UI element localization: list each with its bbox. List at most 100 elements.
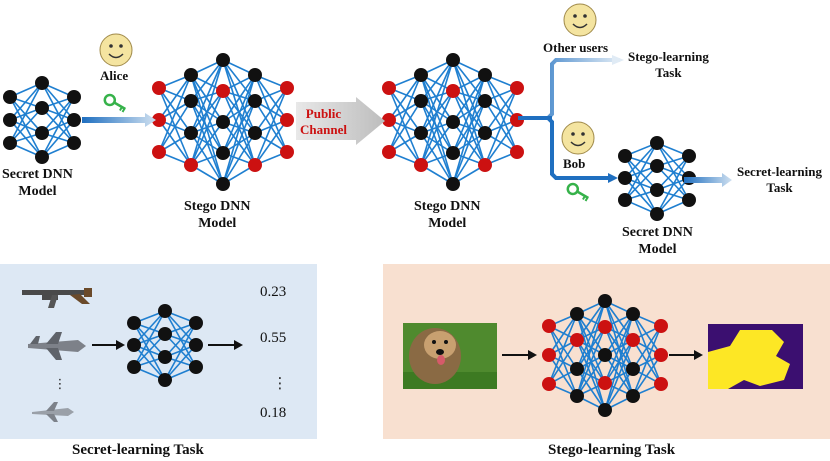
stego-panel-network-node — [598, 348, 612, 362]
stego-dnn-network-2-node — [446, 177, 460, 191]
stego-dnn-network-1-node — [248, 68, 262, 82]
rifle-image — [22, 288, 92, 308]
stego-panel-network-node — [570, 389, 584, 403]
stego-panel-network-node — [542, 348, 556, 362]
stego-dnn-network-1-node — [184, 68, 198, 82]
stego-dnn-network-1-node — [280, 81, 294, 95]
alice-label: Alice — [100, 68, 129, 83]
secret-panel-caption: Secret-learning Task — [72, 442, 204, 458]
secret-panel-network-node — [127, 316, 141, 330]
secret-dnn-network — [3, 76, 81, 164]
stego-panel-network-node — [570, 362, 584, 376]
public-channel-label: Public Channel — [300, 106, 347, 137]
alice-key-icon — [103, 93, 127, 113]
to-stego-task-arrowhead — [612, 55, 624, 65]
stego-dnn-network-2-node — [510, 145, 524, 159]
branch-connector — [518, 58, 620, 120]
stego-panel-network — [542, 294, 668, 417]
bob-secret-dnn-network-node — [618, 149, 632, 163]
stego-dnn-network-1-node — [216, 115, 230, 129]
stego-dnn-model-label-1: Stego DNN Model — [184, 199, 251, 231]
secret-panel-network-node — [158, 304, 172, 318]
stego-dnn-network-2-node — [446, 115, 460, 129]
fighter-jet-image-2 — [32, 402, 74, 422]
stego-dnn-network-1-node — [248, 126, 262, 140]
stego-dnn-network-1-node — [184, 126, 198, 140]
stego-dnn-network-1-node — [216, 53, 230, 67]
secret-panel-network-node — [189, 316, 203, 330]
stego-dnn-network-1-node — [248, 94, 262, 108]
secret-panel-network — [127, 304, 203, 387]
secret-dnn-network-node — [3, 90, 17, 104]
stego-dnn-network-2-node — [478, 126, 492, 140]
stego-dnn-network-2-node — [414, 126, 428, 140]
stego-dnn-network-1 — [152, 53, 294, 191]
stego-panel-network-node — [598, 320, 612, 334]
stego-dnn-network-1-node — [184, 94, 198, 108]
stego-dnn-network-2 — [382, 53, 524, 191]
secret-dnn-network-node — [67, 90, 81, 104]
bob-label: Bob — [563, 156, 586, 171]
bob-secret-dnn-network-node — [682, 193, 696, 207]
stego-dnn-network-2-node — [510, 81, 524, 95]
stego-panel-network-node — [598, 403, 612, 417]
bob-secret-dnn-network — [618, 136, 696, 221]
stego-panel-network-node — [626, 333, 640, 347]
stego-panel-network-node — [542, 319, 556, 333]
segmentation-mask-image — [708, 324, 803, 389]
bob-key-icon — [566, 182, 590, 202]
secret-panel-network-node — [158, 350, 172, 364]
branch-connector-lower — [518, 116, 612, 180]
secret-output-1: 0.23 — [260, 284, 287, 300]
stego-dnn-network-2-node — [414, 158, 428, 172]
stego-panel-network-node — [626, 307, 640, 321]
stego-dnn-network-1-node — [184, 158, 198, 172]
secret-panel-network-node — [189, 338, 203, 352]
secret-panel-network-node — [189, 360, 203, 374]
stego-dnn-network-2-node — [446, 84, 460, 98]
bob-secret-dnn-network-node — [618, 171, 632, 185]
alice-to-stego-arrow — [82, 113, 156, 127]
secret-dnn-network-node — [35, 150, 49, 164]
stego-dnn-network-2-node — [414, 94, 428, 108]
stego-dnn-network-1-node — [280, 145, 294, 159]
stego-dnn-network-2-node — [382, 145, 396, 159]
secret-dnn-network-node — [3, 113, 17, 127]
other-users-face-icon — [563, 3, 597, 37]
stego-dnn-network-1-node — [152, 145, 166, 159]
stego-panel-network-node — [570, 333, 584, 347]
stego-panel-network-node — [542, 377, 556, 391]
secret-panel-network-node — [158, 373, 172, 387]
secret-learning-task-label: Secret-learning Task — [737, 164, 822, 195]
bob-secret-dnn-network-node — [650, 207, 664, 221]
secret-panel-network-node — [127, 338, 141, 352]
stego-panel-network-node — [598, 294, 612, 308]
alice-face-icon — [99, 33, 133, 67]
stego-dnn-network-2-node — [478, 68, 492, 82]
stego-dnn-network-1-node — [216, 84, 230, 98]
fighter-jet-image-1 — [28, 332, 86, 360]
bob-to-secret-task-arrow — [684, 173, 732, 187]
stego-learning-task-label: Stego-learning Task — [628, 49, 709, 80]
stego-dnn-network-1-node — [152, 113, 166, 127]
stego-panel-network-node — [626, 389, 640, 403]
stego-dnn-network-2-node — [382, 113, 396, 127]
stego-dnn-network-2-node — [478, 94, 492, 108]
stego-dnn-network-2-node — [446, 53, 460, 67]
secret-dnn-network-node — [35, 101, 49, 115]
secret-dnn-network-node — [3, 136, 17, 150]
stego-panel-network-node — [626, 362, 640, 376]
secret-dnn-network-node — [35, 126, 49, 140]
stego-panel-caption: Stego-learning Task — [548, 442, 676, 458]
secret-panel-network-node — [127, 360, 141, 374]
stego-dnn-network-1-node — [216, 177, 230, 191]
public-channel-arrow — [296, 97, 385, 145]
secret-ellipsis-left: ⋮ — [54, 377, 67, 392]
stego-panel-network-node — [654, 377, 668, 391]
stego-dnn-network-1-node — [280, 113, 294, 127]
bob-secret-dnn-network-node — [650, 136, 664, 150]
secret-panel-network-node — [158, 327, 172, 341]
secret-dnn-network-node — [67, 113, 81, 127]
secret-dnn-model-label: Secret DNN Model — [2, 167, 73, 199]
